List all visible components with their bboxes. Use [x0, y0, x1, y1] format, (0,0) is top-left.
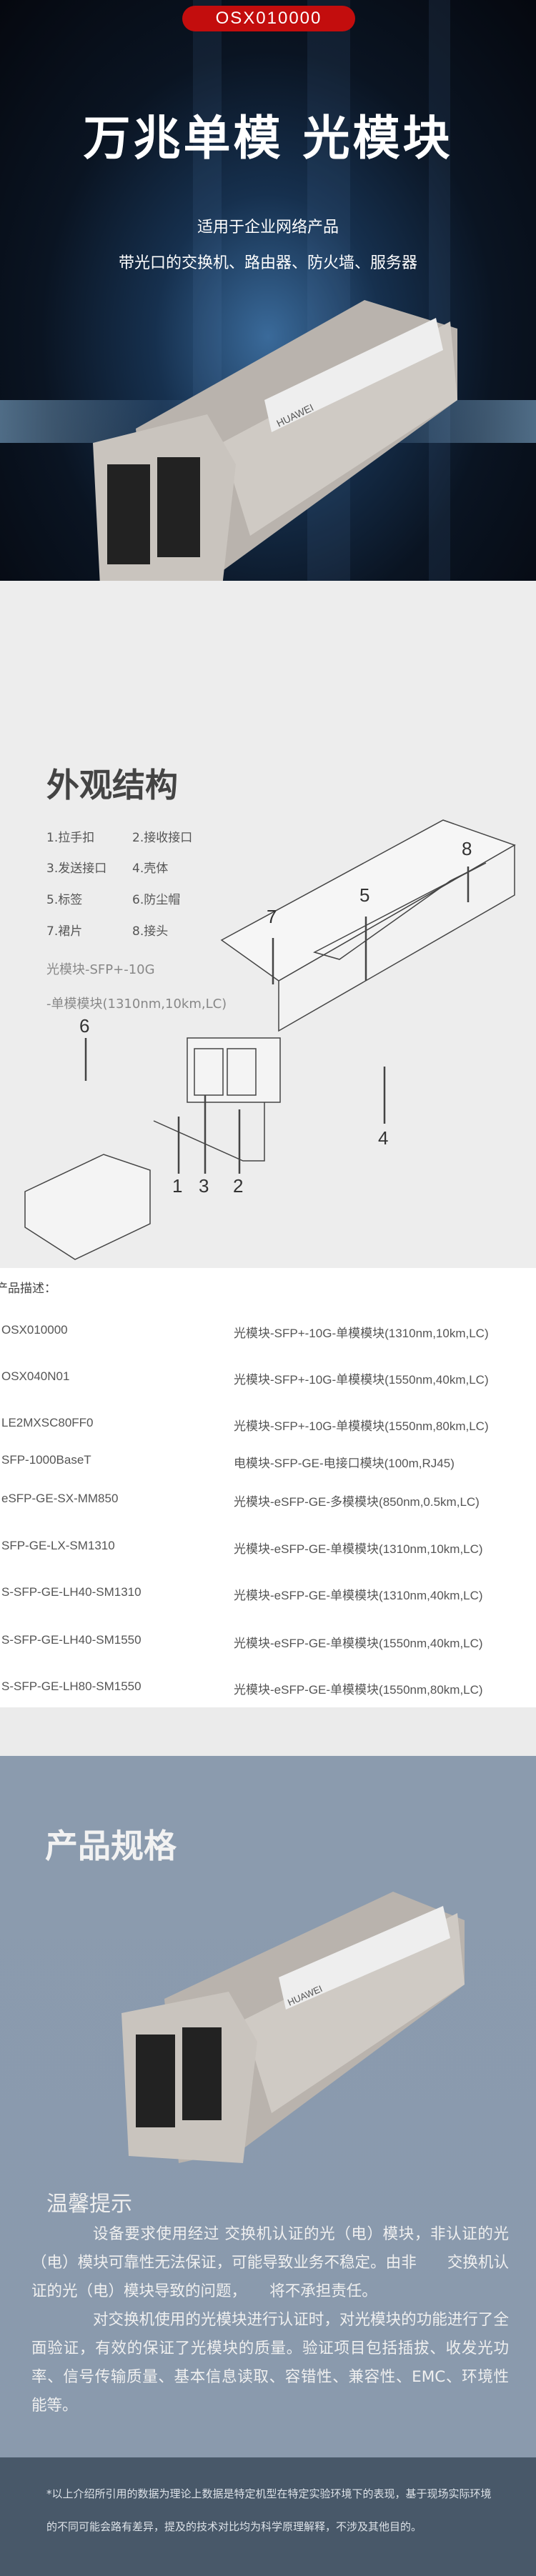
part-label: 8.接头 — [132, 924, 169, 939]
callout-3: 3 — [199, 1175, 209, 1197]
callout-2: 2 — [233, 1175, 244, 1197]
description-cell: 光模块-SFP+-10G-单模模块(1550nm,40km,LC) — [234, 1373, 489, 1387]
model-cell: S-SFP-GE-LH80-SM1550 — [1, 1679, 142, 1693]
module-spec: -单模模块(1310nm,10km,LC) — [46, 997, 227, 1012]
description-cell: 光模块-eSFP-GE-多模模块(850nm,0.5km,LC) — [234, 1495, 480, 1509]
divider-band — [0, 1707, 536, 1756]
table-row: SFP-1000BaseT 电模块-SFP-GE-电接口模块(100m,RJ45) — [0, 1453, 536, 1470]
structure-diagram — [24, 819, 516, 1260]
model-cell: OSX040N01 — [1, 1369, 70, 1383]
part-label: 4.壳体 — [132, 862, 169, 876]
callout-5: 5 — [359, 884, 370, 906]
model-cell: S-SFP-GE-LH40-SM1550 — [1, 1633, 142, 1647]
table-row: OSX010000 光模块-SFP+-10G-单模模块(1310nm,10km,L… — [0, 1323, 536, 1340]
part-label: 6.防尘帽 — [132, 893, 181, 907]
callout-7: 7 — [267, 906, 277, 927]
model-cell: SFP-1000BaseT — [1, 1453, 91, 1467]
product-list-header: 产品描述： — [0, 1282, 56, 1295]
sfp-module-image: HUAWEI — [121, 1892, 465, 2163]
model-badge: OSX010000 — [182, 6, 355, 31]
table-row: OSX040N01 光模块-SFP+-10G-单模模块(1550nm,40km,L… — [0, 1369, 536, 1387]
description-cell: 光模块-eSFP-GE-单模模块(1550nm,40km,LC) — [234, 1637, 483, 1650]
hero-subtitle-2: 带光口的交换机、路由器、防火墙、服务器 — [118, 254, 417, 272]
part-label: 3.发送接口 — [46, 862, 107, 876]
structure-section: 外观结构 1.拉手扣 2.接收接口 3.发送接口 4.壳体 5.标签 6.防尘帽… — [0, 581, 536, 1268]
table-row: LE2MXSC80FF0 光模块-SFP+-10G-单模模块(1550nm,80k… — [0, 1416, 536, 1433]
description-cell: 光模块-SFP+-10G-单模模块(1550nm,80km,LC) — [234, 1419, 489, 1433]
spec-section: 产品规格 HUAWEI 温馨提示 设备要求使用经过 交换机认证的光（电）模块，非… — [0, 1756, 536, 2457]
tip-paragraph: 对交换机使用的光模块进行认证时，对光模块的功能进行了全面验证，有效的保证了光模块… — [31, 2311, 509, 2415]
table-row: eSFP-GE-SX-MM850 光模块-eSFP-GE-多模模块(850nm,0… — [0, 1492, 536, 1509]
table-row: SFP-GE-LX-SM1310 光模块-eSFP-GE-单模模块(1310nm,… — [0, 1539, 536, 1556]
spec-title: 产品规格 — [45, 1827, 177, 1865]
part-label: 1.拉手扣 — [46, 831, 95, 845]
model-cell: LE2MXSC80FF0 — [1, 1416, 94, 1429]
description-cell: 光模块-eSFP-GE-单模模块(1550nm,80km,LC) — [234, 1683, 483, 1697]
table-row: S-SFP-GE-LH40-SM1310 光模块-eSFP-GE-单模模块(131… — [0, 1585, 536, 1602]
callout-8: 8 — [462, 838, 472, 859]
table-row: S-SFP-GE-LH80-SM1550 光模块-eSFP-GE-单模模块(155… — [0, 1679, 536, 1697]
tip-paragraph: 设备要求使用经过 交换机认证的光（电）模块，非认证的光（电）模块可靠性无法保证，… — [31, 2225, 509, 2300]
part-label: 7.裙片 — [46, 924, 83, 939]
module-name: 光模块-SFP+-10G — [46, 962, 155, 977]
description-cell: 光模块-SFP+-10G-单模模块(1310nm,10km,LC) — [234, 1327, 489, 1340]
model-cell: S-SFP-GE-LH40-SM1310 — [1, 1585, 142, 1599]
part-label: 5.标签 — [46, 893, 83, 907]
description-cell: 电模块-SFP-GE-电接口模块(100m,RJ45) — [234, 1457, 455, 1470]
table-row: S-SFP-GE-LH40-SM1550 光模块-eSFP-GE-单模模块(155… — [0, 1633, 536, 1650]
model-cell: SFP-GE-LX-SM1310 — [1, 1539, 115, 1552]
tip-body: 设备要求使用经过 交换机认证的光（电）模块，非认证的光（电）模块可靠性无法保证，… — [31, 2220, 509, 2420]
disclaimer: *以上介绍所引用的数据为理论上数据是特定机型在特定实验环境下的表现，基于现场实际… — [46, 2487, 492, 2533]
callout-1: 1 — [172, 1175, 183, 1197]
hero-banner: OSX010000 万兆单模 光模块 适用于企业网络产品 带光口的交换机、路由器… — [0, 0, 536, 581]
product-list: 产品描述： OSX010000 光模块-SFP+-10G-单模模块(1310nm,… — [0, 1268, 536, 1707]
callout-6: 6 — [79, 1015, 90, 1037]
sfp-module-image: HUAWEI — [93, 300, 457, 581]
callout-4: 4 — [378, 1127, 389, 1149]
tip-title: 温馨提示 — [46, 2192, 132, 2217]
hero-title: 万兆单模 光模块 — [83, 111, 453, 166]
description-cell: 光模块-eSFP-GE-单模模块(1310nm,10km,LC) — [234, 1542, 483, 1556]
part-label: 2.接收接口 — [132, 831, 193, 845]
model-cell: OSX010000 — [1, 1323, 68, 1337]
hero-subtitle: 适用于企业网络产品 — [197, 219, 339, 236]
footer: *以上介绍所引用的数据为理论上数据是特定机型在特定实验环境下的表现，基于现场实际… — [0, 2457, 536, 2576]
structure-title: 外观结构 — [46, 766, 178, 804]
model-cell: eSFP-GE-SX-MM850 — [1, 1492, 119, 1505]
description-cell: 光模块-eSFP-GE-单模模块(1310nm,40km,LC) — [234, 1589, 483, 1602]
